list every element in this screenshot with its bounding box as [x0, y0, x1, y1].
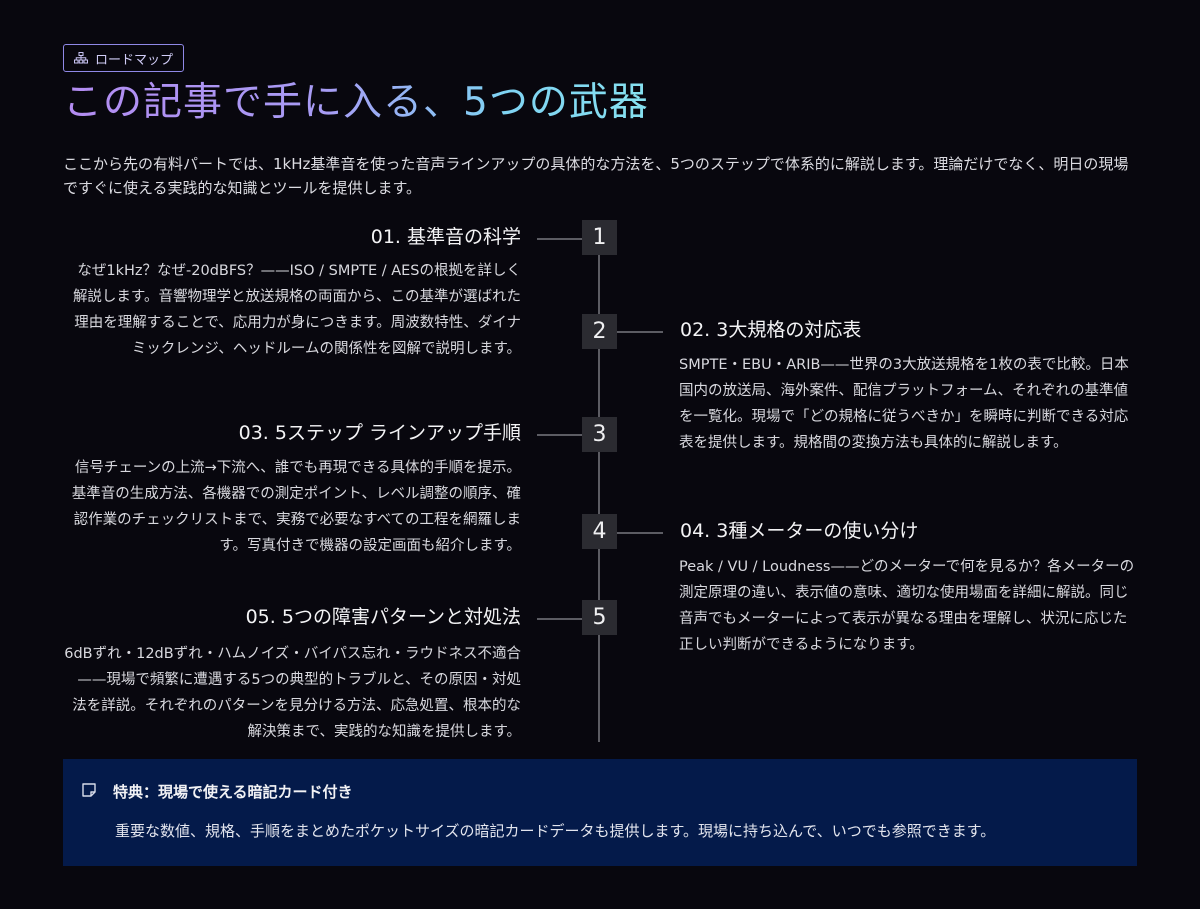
- note-icon: [81, 782, 97, 802]
- step-desc-4: Peak / VU / Loudness——どのメーターで何を見るか？各メーター…: [679, 559, 1135, 653]
- bonus-header: 特典：現場で使える暗記カード付き: [81, 781, 353, 802]
- timeline-connector-2: [617, 331, 663, 333]
- page-title: この記事で手に入る、5つの武器: [63, 78, 649, 128]
- bonus-callout: 特典：現場で使える暗記カード付き 重要な数値、規格、手順をまとめたポケットサイズ…: [63, 759, 1137, 866]
- bonus-text: 重要な数値、規格、手順をまとめたポケットサイズの暗記カードデータも提供します。現…: [115, 822, 996, 840]
- step-title-1: 01. 基準音の科学: [370, 226, 521, 248]
- timeline-line: [598, 238, 600, 742]
- step-number-5: 5: [582, 600, 617, 635]
- step-desc-1: なぜ1kHz？なぜ-20dBFS？——ISO / SMPTE / AESの根拠を…: [72, 263, 521, 357]
- intro-text: ここから先の有料パートでは、1kHz基準音を使った音声ラインアップの具体的な方法…: [63, 155, 1129, 197]
- step-number-3: 3: [582, 417, 617, 452]
- timeline-connector-3: [537, 434, 582, 436]
- step-number-1: 1: [582, 220, 617, 255]
- step-desc-3: 信号チェーンの上流→下流へ、誰でも再現できる具体的手順を提示。基準音の生成方法、…: [71, 460, 521, 554]
- step-number-4: 4: [582, 514, 617, 549]
- timeline-connector-5: [537, 618, 582, 620]
- badge-label: ロードマップ: [95, 52, 174, 68]
- step-number-2: 2: [582, 314, 617, 349]
- step-desc-2: SMPTE・EBU・ARIB——世界の3大放送規格を1枚の表で比較。日本国内の放…: [679, 357, 1129, 451]
- roadmap-badge: ロードマップ: [63, 44, 185, 72]
- timeline-connector-1: [537, 238, 582, 240]
- sitemap-icon: [74, 52, 88, 64]
- timeline-connector-4: [617, 532, 663, 534]
- bonus-title: 特典：現場で使える暗記カード付き: [113, 783, 353, 801]
- step-title-3: 03. 5ステップ ラインアップ手順: [238, 422, 521, 444]
- step-title-2: 02. 3大規格の対応表: [680, 319, 862, 341]
- step-desc-5: 6dBずれ・12dBずれ・ハムノイズ・バイパス忘れ・ラウドネス不適合——現場で頻…: [64, 646, 521, 740]
- step-title-4: 04. 3種メーターの使い分け: [680, 520, 919, 542]
- step-title-5: 05. 5つの障害パターンと対処法: [245, 606, 521, 628]
